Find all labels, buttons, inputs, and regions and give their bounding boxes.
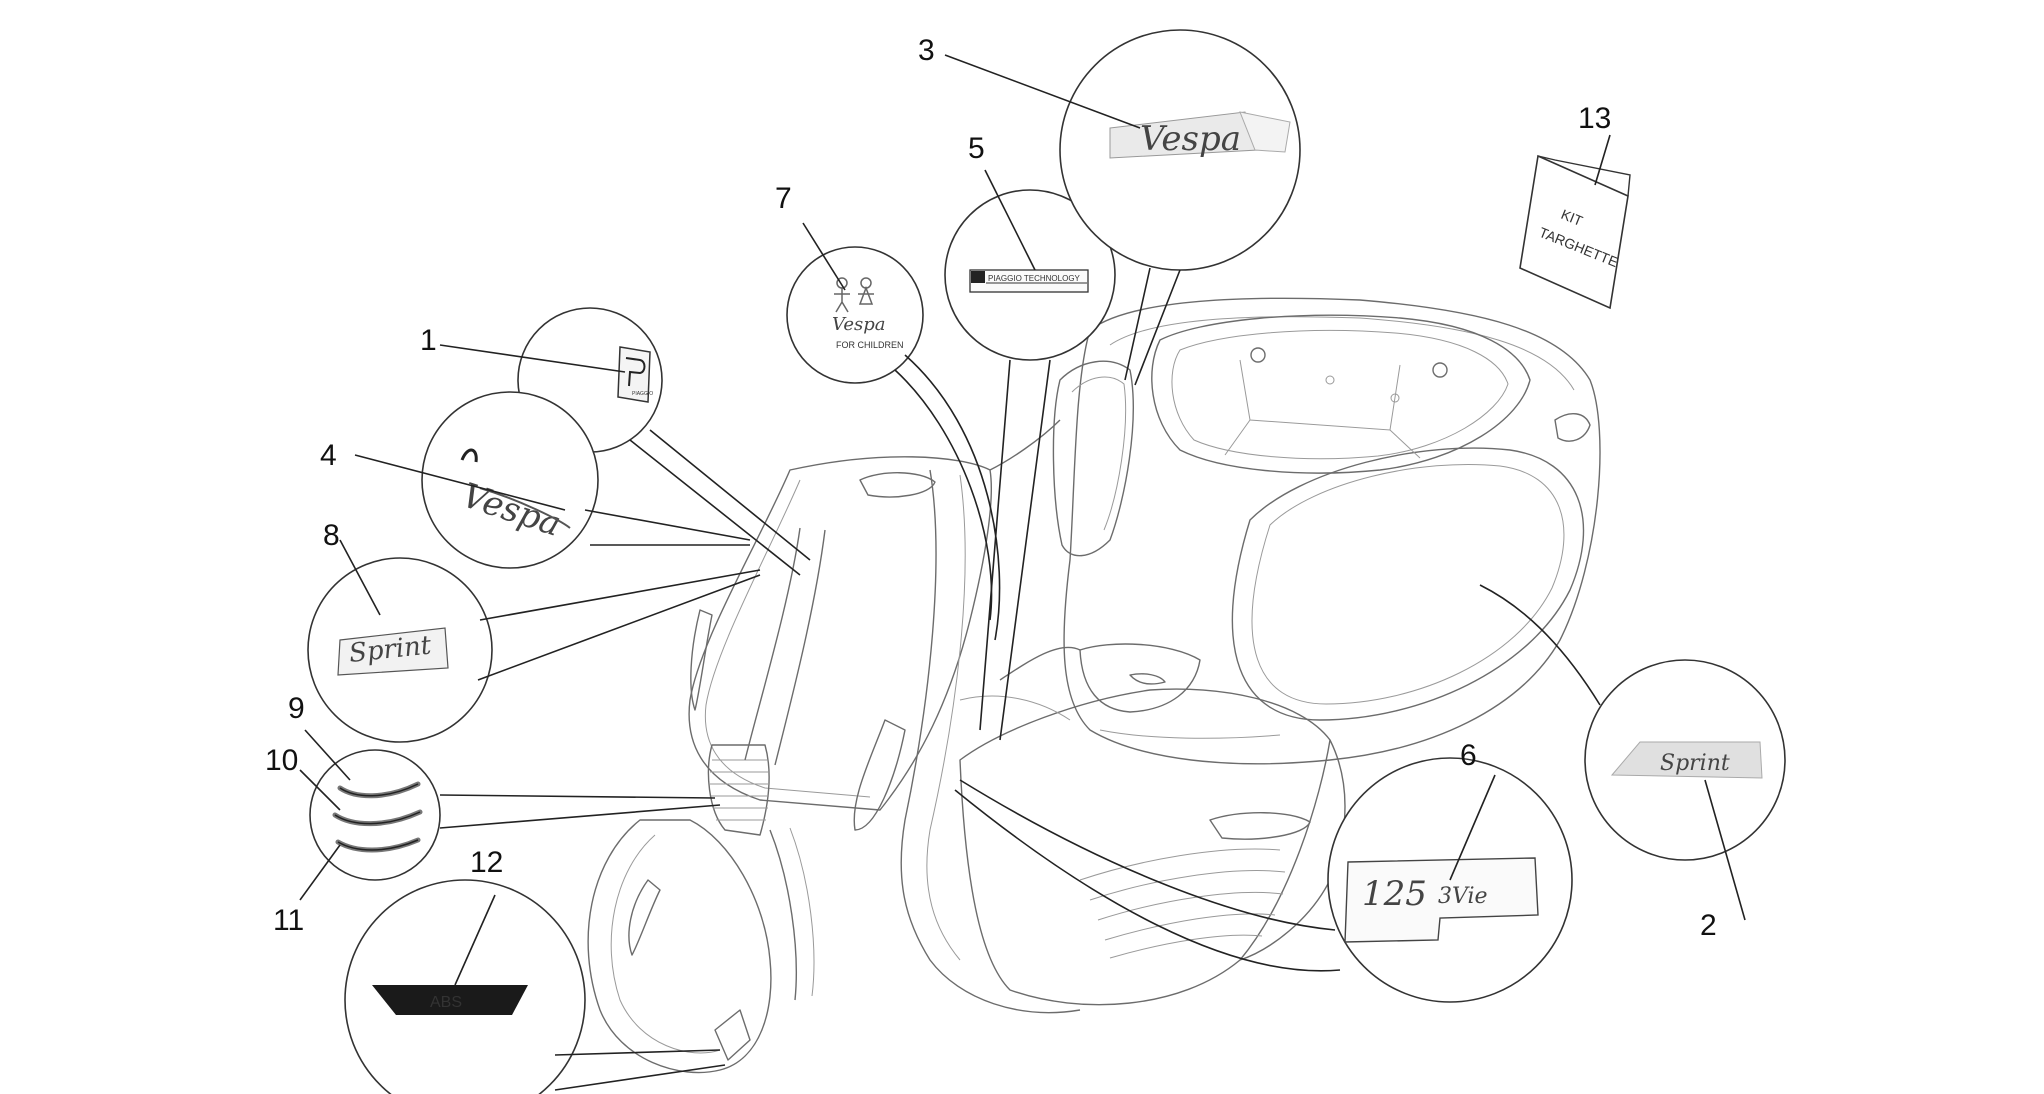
part-number-7: 7 — [775, 182, 792, 215]
callout-12: ABS — [344, 879, 586, 1094]
chevron-trim-icon — [332, 781, 423, 853]
piaggio-technology-text: PIAGGIO TECHNOLOGY — [988, 274, 1081, 283]
part-number-13: 13 — [1578, 102, 1611, 135]
part-number-3: 3 — [918, 34, 935, 67]
sprint-decal-side: Sprint — [1610, 741, 1763, 779]
callout-2: Sprint — [1584, 659, 1786, 861]
callout-4: Vespa — [421, 391, 599, 569]
part-number-9: 9 — [288, 692, 305, 725]
part-number-10: 10 — [265, 744, 298, 777]
callout-7: Vespa FOR CHILDREN — [786, 246, 924, 384]
part-number-12: 12 — [470, 846, 503, 879]
callout-3: Vespa — [1059, 29, 1301, 271]
part-number-8: 8 — [323, 519, 340, 552]
sprint-decal-left: Sprint — [337, 627, 449, 676]
for-children-decal: Vespa FOR CHILDREN — [832, 277, 904, 350]
engine-125-text: 125 — [1362, 874, 1427, 914]
kit-text: KIT — [1559, 206, 1586, 229]
floor-ribs — [1079, 848, 1286, 959]
part-number-4: 4 — [320, 439, 337, 472]
part-number-2: 2 — [1700, 909, 1717, 942]
part-numbers: 1 2 3 4 5 6 7 8 9 10 11 12 13 — [265, 34, 1717, 942]
part-number-5: 5 — [968, 132, 985, 165]
callout-9-10-11 — [309, 749, 441, 881]
piaggio-emblem-icon: PIAGGIO — [617, 346, 653, 403]
abs-text: ABS — [430, 994, 462, 1011]
callout-5: PIAGGIO TECHNOLOGY — [944, 189, 1116, 361]
engine-125-decal: 125 3Vie — [1344, 857, 1539, 943]
vespa-large-text: Vespa — [1140, 119, 1241, 159]
leader-lines — [299, 54, 1746, 1091]
vespa-children-text: Vespa — [832, 314, 886, 335]
for-children-text: FOR CHILDREN — [836, 340, 904, 350]
horn-grille — [710, 759, 769, 821]
part-number-11: 11 — [273, 904, 304, 937]
callout-8: Sprint — [307, 557, 493, 743]
piaggio-technology-plate: PIAGGIO TECHNOLOGY — [969, 269, 1089, 293]
engine-3vie-text: 3Vie — [1438, 884, 1488, 909]
scooter-body — [587, 297, 1601, 1074]
abs-decal: ABS — [372, 985, 528, 1015]
part-number-1: 1 — [420, 324, 437, 357]
kit-targhette-envelope: KIT TARGHETTE — [1519, 154, 1631, 310]
sprint-side-text: Sprint — [1660, 751, 1730, 776]
part-number-6: 6 — [1460, 739, 1477, 772]
vespa-large-decal: Vespa — [1109, 111, 1291, 159]
piaggio-emblem-text: PIAGGIO — [632, 391, 653, 397]
